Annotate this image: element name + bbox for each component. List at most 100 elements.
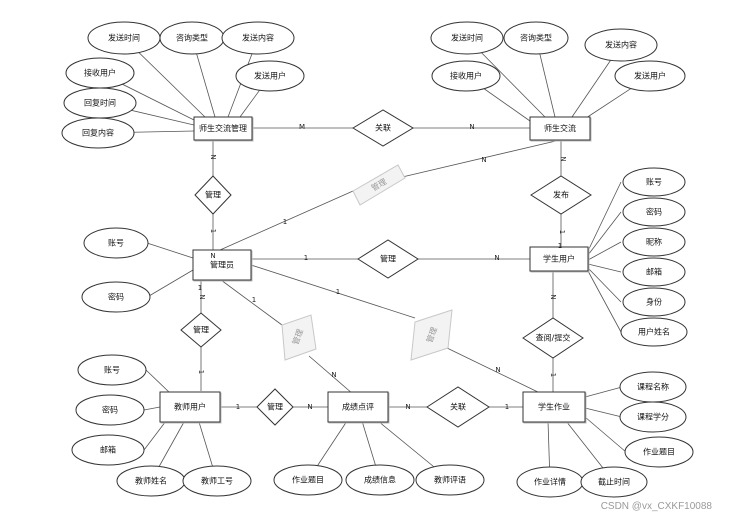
relation-label: 管理 bbox=[193, 325, 209, 335]
attr-ma-send-time: 发送时间 bbox=[87, 21, 161, 55]
cardinality-label: N bbox=[307, 403, 312, 411]
attr-t-account: 账号 bbox=[77, 354, 147, 386]
attr-t-name: 教师姓名 bbox=[116, 465, 186, 497]
cardinality-label: 1 bbox=[252, 296, 256, 304]
entity-student-work: 学生作业 bbox=[522, 391, 586, 423]
relation-publish: 发布 bbox=[530, 175, 592, 215]
watermark: CSDN @vx_CXKF10088 bbox=[601, 501, 713, 512]
relation-manage-admin-msgadmin: 管理 bbox=[194, 175, 232, 215]
attr-s-username: 用户姓名 bbox=[620, 317, 688, 347]
cardinality-label: 1 bbox=[236, 403, 240, 411]
attr-s-account: 账号 bbox=[622, 167, 686, 197]
attr-s-identity: 身份 bbox=[622, 287, 686, 317]
cardinality-label: N bbox=[494, 254, 499, 262]
entity-label: 管理员 bbox=[210, 260, 234, 270]
attribute-label: 密码 bbox=[108, 292, 124, 302]
entity-label: 学生用户 bbox=[543, 254, 575, 264]
cardinality-label: 1 bbox=[283, 218, 287, 226]
entities: 师生交流管理 师生交流 管理员 学生用户 教师用户 成绩点评 学生作业 bbox=[159, 116, 591, 423]
relation-manage-teacher-review: 管理 bbox=[256, 388, 294, 426]
relation-manage-faded-msg: 管理 bbox=[352, 164, 406, 206]
attribute-label: 密码 bbox=[646, 207, 662, 217]
attr-a-password: 密码 bbox=[81, 281, 151, 313]
attribute-label: 账号 bbox=[108, 239, 124, 248]
attr-m-sender: 发送用户 bbox=[614, 60, 686, 92]
attr-m-consult-type: 咨询类型 bbox=[503, 21, 569, 55]
attr-ma-consult-type: 咨询类型 bbox=[159, 21, 225, 55]
attribute-label: 昵称 bbox=[646, 237, 662, 247]
attribute-label: 接收用户 bbox=[84, 68, 116, 78]
attribute-label: 发送用户 bbox=[634, 71, 666, 81]
cardinality-label: N bbox=[559, 156, 567, 161]
entity-label: 师生交流管理 bbox=[199, 123, 247, 133]
relation-label: 发布 bbox=[553, 190, 569, 200]
cardinality-label: N bbox=[209, 154, 217, 159]
attribute-label: 咨询类型 bbox=[176, 33, 208, 43]
entity-teacher-student-msg-admin: 师生交流管理 bbox=[193, 116, 253, 141]
relation-manage-faded-work: 管理 bbox=[410, 309, 453, 361]
attribute-label: 教师评语 bbox=[434, 475, 466, 485]
cardinality-label: M bbox=[299, 123, 305, 131]
attribute-label: 作业题目 bbox=[643, 447, 675, 457]
attribute-label: 账号 bbox=[104, 366, 120, 375]
cardinality-label: N bbox=[198, 294, 206, 299]
attribute-label: 课程学分 bbox=[637, 412, 669, 422]
relation-manage-faded-review: 管理 bbox=[281, 314, 317, 361]
attribute-label: 作业详情 bbox=[534, 477, 566, 487]
cardinality-label: 1 bbox=[558, 230, 566, 234]
entity-label: 师生交流 bbox=[544, 123, 576, 133]
attr-m-receiver: 接收用户 bbox=[431, 60, 501, 92]
entity-label: 教师用户 bbox=[174, 402, 206, 412]
cardinality-label: 1 bbox=[505, 403, 509, 411]
attr-m-send-time: 发送时间 bbox=[430, 21, 504, 55]
attribute-label: 发送内容 bbox=[242, 33, 274, 43]
cardinality-label: N bbox=[549, 294, 557, 299]
entity-label: 成绩点评 bbox=[342, 402, 374, 412]
relationships: 关联 管理 管理 发布 管理 管理 管理 管理 bbox=[180, 109, 592, 428]
attr-t-email: 邮箱 bbox=[71, 434, 145, 466]
attr-w-detail: 作业详情 bbox=[516, 466, 584, 498]
attr-m-send-content: 发送内容 bbox=[584, 28, 658, 62]
relation-assoc-bottom: 关联 bbox=[426, 386, 490, 428]
attribute-label: 发送时间 bbox=[451, 33, 483, 43]
relation-manage-admin-student: 管理 bbox=[357, 239, 419, 279]
cardinalities: M N N 1 N N 1 1 N 1 N 1 1 N 1 N N 1 N N … bbox=[197, 123, 567, 411]
relation-manage-admin-teacher: 管理 bbox=[180, 312, 222, 348]
cardinality-label: N bbox=[481, 156, 486, 164]
entity-label: 学生作业 bbox=[538, 402, 570, 412]
relation-label: 管理 bbox=[205, 190, 221, 200]
attr-ma-receiver: 接收用户 bbox=[65, 57, 135, 89]
cardinality-label: 1 bbox=[558, 242, 562, 250]
attr-ma-sender: 发送用户 bbox=[235, 60, 305, 92]
attribute-label: 账号 bbox=[646, 178, 662, 187]
attribute-label: 成绩信息 bbox=[364, 475, 396, 485]
attr-w-deadline: 截止时间 bbox=[580, 466, 648, 498]
attribute-label: 用户姓名 bbox=[638, 327, 670, 337]
attribute-label: 课程名称 bbox=[637, 382, 669, 392]
cardinality-label: 1 bbox=[304, 254, 308, 262]
attribute-label: 发送时间 bbox=[108, 33, 140, 43]
attr-t-id: 教师工号 bbox=[182, 465, 252, 497]
attr-a-account: 账号 bbox=[83, 227, 149, 259]
attributes: 发送时间 咨询类型 发送内容 接收用户 发送用户 回复时间 回复内容 发送时间 … bbox=[61, 21, 694, 498]
attr-s-password: 密码 bbox=[622, 197, 686, 227]
attr-w-course: 课程名称 bbox=[619, 371, 687, 403]
relation-label: 关联 bbox=[450, 402, 466, 412]
attr-ma-send-content: 发送内容 bbox=[221, 21, 295, 55]
attr-w-title: 作业题目 bbox=[624, 436, 694, 468]
attribute-label: 发送用户 bbox=[254, 71, 286, 81]
attr-r-title: 作业题目 bbox=[273, 464, 343, 496]
cardinality-label: 1 bbox=[209, 229, 217, 233]
entity-teacher-user: 教师用户 bbox=[159, 391, 221, 423]
attribute-label: 截止时间 bbox=[598, 477, 630, 487]
cardinality-label: 1 bbox=[198, 284, 202, 292]
attr-s-email: 邮箱 bbox=[622, 257, 686, 287]
attribute-label: 发送内容 bbox=[605, 40, 637, 50]
attribute-label: 密码 bbox=[102, 405, 118, 415]
cardinality-label: N bbox=[210, 252, 215, 260]
attribute-label: 邮箱 bbox=[100, 445, 116, 455]
attribute-label: 邮箱 bbox=[646, 267, 662, 277]
cardinality-label: N bbox=[469, 123, 474, 131]
